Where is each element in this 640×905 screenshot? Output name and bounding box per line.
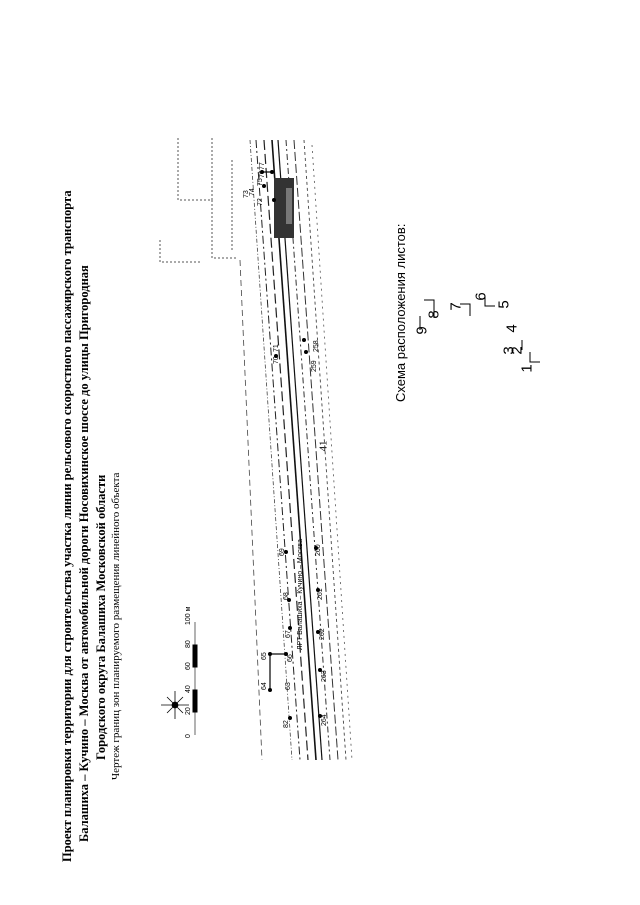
- point-label-67: 67: [285, 630, 292, 638]
- scale-tick-0: 0: [185, 734, 192, 738]
- point-label-71: 71: [273, 344, 280, 352]
- scheme-title: Схема расположения листов:: [393, 223, 408, 402]
- sheet-6[interactable]: 6: [472, 292, 490, 301]
- point-label-77: 77: [259, 162, 266, 170]
- point-label-63: 63: [285, 682, 292, 690]
- point-label-263: 263: [321, 670, 328, 682]
- point-label-82: 82: [283, 720, 290, 728]
- north-arrow: [161, 691, 189, 719]
- point-label-261: 261: [317, 588, 324, 600]
- scale-bar: [192, 622, 198, 735]
- boundary-points: [260, 170, 322, 720]
- point-label-64: 64: [261, 682, 268, 690]
- sheet-1[interactable]: 1: [518, 364, 536, 373]
- sheet-4[interactable]: 4: [503, 324, 521, 333]
- point-label-76: 76: [259, 170, 266, 178]
- point-label-72: 72: [257, 198, 264, 206]
- parcel-boundaries: [159, 138, 238, 263]
- point-label-259: 259: [311, 360, 318, 372]
- sheet-3[interactable]: 3: [500, 346, 518, 355]
- scale-tick-2: 40: [185, 685, 192, 693]
- point-label-262: 262: [319, 628, 326, 640]
- corridor-lines: [239, 139, 353, 761]
- point-label-65: 65: [261, 652, 268, 660]
- point-label-260: 260: [315, 544, 322, 556]
- scale-tick-4: 80: [185, 640, 192, 648]
- point-label-74: 74: [249, 188, 256, 196]
- sheet-5[interactable]: 5: [495, 300, 513, 309]
- sheet-8[interactable]: 8: [425, 310, 443, 319]
- point-label-70: 70: [273, 356, 280, 364]
- point-label-73: 73: [243, 190, 250, 198]
- point-label-75: 75: [257, 178, 264, 186]
- scale-tick-3: 60: [185, 662, 192, 670]
- point-label-68: 68: [283, 592, 290, 600]
- line-name-label: ЛРТ Балашиха – Кучино – Москва: [297, 539, 304, 650]
- point-label-66: 66: [287, 654, 294, 662]
- point-label-258: 258: [313, 340, 320, 352]
- sheet-7[interactable]: 7: [447, 302, 465, 311]
- point-label-69: 69: [279, 548, 286, 556]
- scale-tick-1: 20: [185, 707, 192, 715]
- sheet-9[interactable]: 9: [413, 326, 431, 335]
- scale-tick-5: 100 м: [185, 606, 192, 625]
- point-label-264: 264: [321, 714, 328, 726]
